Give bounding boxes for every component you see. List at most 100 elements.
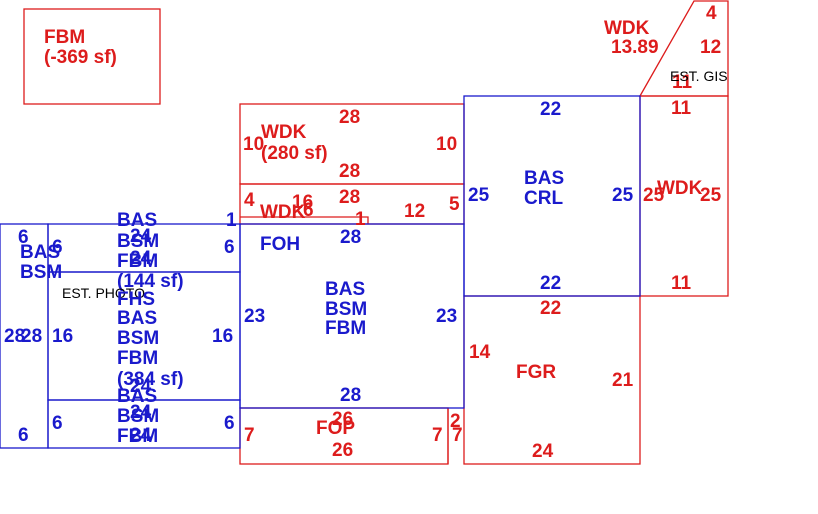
middle-label-1: FHS bbox=[117, 289, 155, 310]
lower-dim-right: 6 bbox=[224, 413, 235, 434]
lower-stack: 24 24 BAS BSM FBM 6 6 bbox=[52, 386, 235, 447]
bas-crl-dim-bottom: 22 bbox=[540, 273, 561, 294]
middle-label-2: BAS bbox=[117, 308, 157, 329]
wdk-strip-dim-4: 4 bbox=[244, 190, 255, 211]
wdk-top-left: WDK (280 sf) 28 28 10 10 bbox=[243, 107, 457, 182]
lower-stack-outline bbox=[47, 399, 241, 449]
wdk-top-left-area: (280 sf) bbox=[261, 143, 328, 164]
wdk-triangle-dim-11: 11 bbox=[672, 72, 693, 93]
left-dim-top: 6 bbox=[18, 227, 29, 248]
main-label-2: BSM bbox=[325, 299, 367, 320]
wdk-triangle: WDK 13.89 4 12 11 EST. GIS bbox=[604, 3, 728, 93]
fgr-dim-left: 14 bbox=[469, 342, 491, 363]
blue-outlines bbox=[0, 95, 641, 449]
upper-dim-left: 6 bbox=[52, 237, 63, 258]
main-label-3: FBM bbox=[325, 318, 366, 339]
fop-dim-top: 26 bbox=[332, 409, 353, 430]
wdk-right-label: WDK bbox=[657, 178, 703, 199]
main-bas-bsm-fbm: BAS BSM FBM 28 28 23 23 bbox=[244, 227, 457, 406]
main-dim-top: 28 bbox=[340, 227, 361, 248]
wdk-strip-dim-12: 12 bbox=[404, 201, 425, 222]
est-photo-note: EST. PHOTO bbox=[62, 285, 145, 301]
wdk-right-dim-right: 25 bbox=[700, 185, 722, 206]
main-dim-bottom: 28 bbox=[340, 385, 361, 406]
fop-label: FOP bbox=[316, 418, 355, 439]
left-dim-bottom: 6 bbox=[18, 425, 29, 446]
fgr-label: FGR bbox=[516, 362, 556, 383]
fop-dim-left: 7 bbox=[244, 425, 255, 446]
wdk-strip-dim-6: 6 bbox=[303, 200, 314, 221]
upper-label-1: BAS bbox=[117, 210, 157, 231]
left-dim-left: 28 bbox=[4, 326, 25, 347]
fbm-box: FBM (-369 sf) bbox=[44, 27, 117, 68]
bas-crl-dim-right: 25 bbox=[612, 185, 634, 206]
fop-dim-2: 2 bbox=[450, 411, 461, 432]
wdk-triangle-value: 13.89 bbox=[611, 37, 659, 58]
wdk-strip-dim-5: 5 bbox=[449, 194, 460, 215]
wdk-strip-notch bbox=[240, 216, 369, 224]
main-label-1: BAS bbox=[325, 279, 365, 300]
wdk-strip-dim-1: 1 bbox=[355, 209, 366, 230]
wdk-right-dim-bottom: 11 bbox=[671, 273, 692, 294]
fbm-box-outline bbox=[23, 8, 161, 105]
upper-label-3: FBM bbox=[117, 251, 158, 272]
wdk-strip-dim-16: 16 bbox=[292, 192, 313, 213]
lower-dim-bottom: 24 bbox=[130, 425, 152, 446]
foh-label: FOH bbox=[260, 234, 300, 255]
fgr: FGR 22 14 21 24 bbox=[469, 298, 634, 462]
left-dim-right: 28 bbox=[21, 326, 42, 347]
left-label-2: BSM bbox=[20, 262, 62, 283]
left-label-1: BAS bbox=[20, 242, 60, 263]
lower-dim-top: 24 bbox=[130, 402, 152, 423]
lower-label-2: BSM bbox=[117, 406, 159, 427]
fop-dim-right: 7 bbox=[432, 425, 443, 446]
wdk-right-dim-left: 25 bbox=[643, 185, 665, 206]
wdk-triangle-dim-12: 12 bbox=[700, 37, 721, 58]
middle-stack: EST. PHOTO FHS BAS BSM FBM (384 sf) 16 1… bbox=[52, 285, 233, 397]
fop-dim-right-2: 7 bbox=[452, 425, 463, 446]
lower-label-3: FBM bbox=[117, 426, 158, 447]
middle-label-5: (384 sf) bbox=[117, 369, 184, 390]
middle-dim-left: 16 bbox=[52, 326, 73, 347]
fbm-box-label: FBM bbox=[44, 27, 85, 48]
main-dim-right: 23 bbox=[436, 306, 457, 327]
bas-crl-outline bbox=[463, 95, 641, 297]
wdk-strip-label: WDK bbox=[260, 202, 306, 223]
main-dim-left: 23 bbox=[244, 306, 265, 327]
upper-dim-right: 6 bbox=[224, 237, 235, 258]
est-gis-note: EST. GIS bbox=[670, 68, 728, 84]
wdk-triangle-outline bbox=[638, 0, 729, 97]
middle-label-3: BSM bbox=[117, 328, 159, 349]
wdk-top-left-label: WDK bbox=[261, 122, 307, 143]
wdk-top-left-dim-top: 28 bbox=[339, 107, 360, 128]
fop: FOP 26 26 7 7 7 2 bbox=[244, 409, 463, 461]
wdk-top-left-dim-left: 10 bbox=[243, 134, 264, 155]
wdk-right: WDK 11 11 25 25 bbox=[643, 98, 722, 294]
wdk-strip-dim-28: 28 bbox=[339, 187, 360, 208]
upper-stack: 24 24 BAS BSM FBM (144 sf) 6 6 1 bbox=[52, 210, 237, 292]
upper-label-2: BSM bbox=[117, 231, 159, 252]
fgr-dim-bottom: 24 bbox=[532, 441, 554, 462]
bas-crl-label-2: CRL bbox=[524, 188, 563, 209]
upper-dim-top: 24 bbox=[130, 226, 152, 247]
upper-dim-mid: 24 bbox=[130, 248, 152, 269]
bas-crl-dim-top: 22 bbox=[540, 99, 561, 120]
wdk-right-dim-top: 11 bbox=[671, 98, 692, 119]
wdk-strip: WDK 4 16 28 1 12 5 6 bbox=[244, 187, 460, 230]
bas-bsm-left: BAS BSM 6 6 28 28 bbox=[4, 227, 62, 446]
bas-crl-label-1: BAS bbox=[524, 168, 564, 189]
wdk-top-left-dim-right: 10 bbox=[436, 134, 457, 155]
middle-dim-right: 16 bbox=[212, 326, 233, 347]
wdk-top-left-dim-bottom: 28 bbox=[339, 161, 360, 182]
fop-dim-bottom: 26 bbox=[332, 440, 353, 461]
fbm-box-area: (-369 sf) bbox=[44, 47, 117, 68]
lower-label-1: BAS bbox=[117, 386, 157, 407]
wdk-triangle-label: WDK bbox=[604, 18, 650, 39]
fgr-dim-right: 21 bbox=[612, 370, 634, 391]
bas-crl-dim-left: 25 bbox=[468, 185, 490, 206]
upper-dim-1: 1 bbox=[226, 210, 237, 231]
bas-crl: BAS CRL 22 22 25 25 bbox=[468, 99, 634, 294]
wdk-triangle-dim-4: 4 bbox=[706, 3, 717, 24]
middle-label-4: FBM bbox=[117, 348, 158, 369]
